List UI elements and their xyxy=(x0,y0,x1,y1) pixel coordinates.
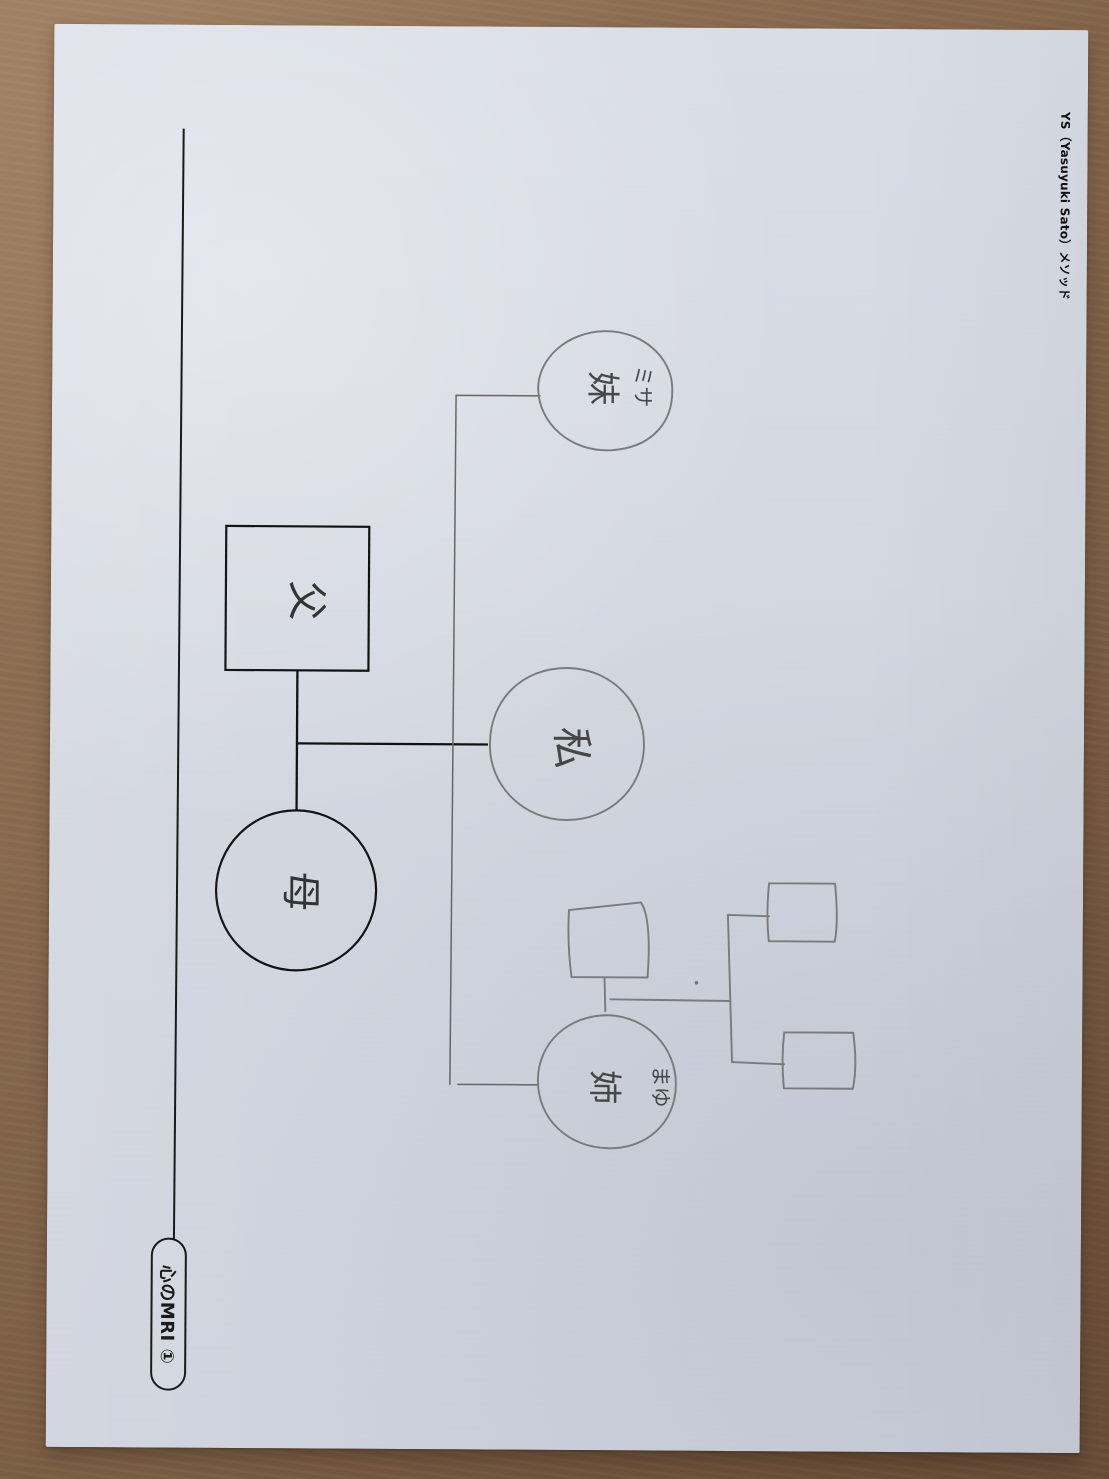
header-badge: 心のMRI ① xyxy=(150,1237,187,1391)
older-sister-circle xyxy=(536,1014,677,1150)
header-badge-text: 心のMRI ① xyxy=(156,1264,178,1364)
method-note: YS（Yasuyuki Sato）メソッド xyxy=(1057,111,1073,301)
family-diagram: 母 父 私 妹 ミサ 姉 まゆ xyxy=(172,128,857,1239)
self-circle xyxy=(489,667,645,821)
self-label: 私 xyxy=(547,727,596,769)
younger-sister-label: 妹 xyxy=(582,371,622,405)
younger-sister-circle xyxy=(537,330,674,452)
sibling-bus-line xyxy=(449,394,457,1086)
father-label: 父 xyxy=(283,580,329,620)
mother-label: 母 xyxy=(277,871,323,911)
child-bottom-link xyxy=(731,1061,785,1066)
child-top-link xyxy=(726,914,770,918)
father-square xyxy=(224,524,371,672)
self-branch-line xyxy=(296,742,488,746)
spouse-square xyxy=(567,901,650,979)
paper-sheet: 母 父 私 妹 ミサ 姉 まゆ 心のMRI ① YS（Yasuyuki Sato… xyxy=(45,23,1089,1454)
older-sister-name: まゆ xyxy=(648,1066,672,1108)
mother-circle xyxy=(214,809,378,972)
parent-link-line xyxy=(295,670,299,811)
spouse-marriage-line xyxy=(603,977,607,1013)
younger-sister-name: ミサ xyxy=(631,365,655,407)
child-square-bottom xyxy=(781,1031,857,1090)
family-horizontal-line xyxy=(609,998,731,1002)
children-vertical-line xyxy=(726,914,733,1063)
left-border-line xyxy=(172,128,185,1239)
child-square-top xyxy=(766,882,838,943)
pencil-dot xyxy=(694,980,699,985)
younger-sister-link xyxy=(455,394,541,397)
older-sister-label: 姉 xyxy=(584,1070,624,1104)
